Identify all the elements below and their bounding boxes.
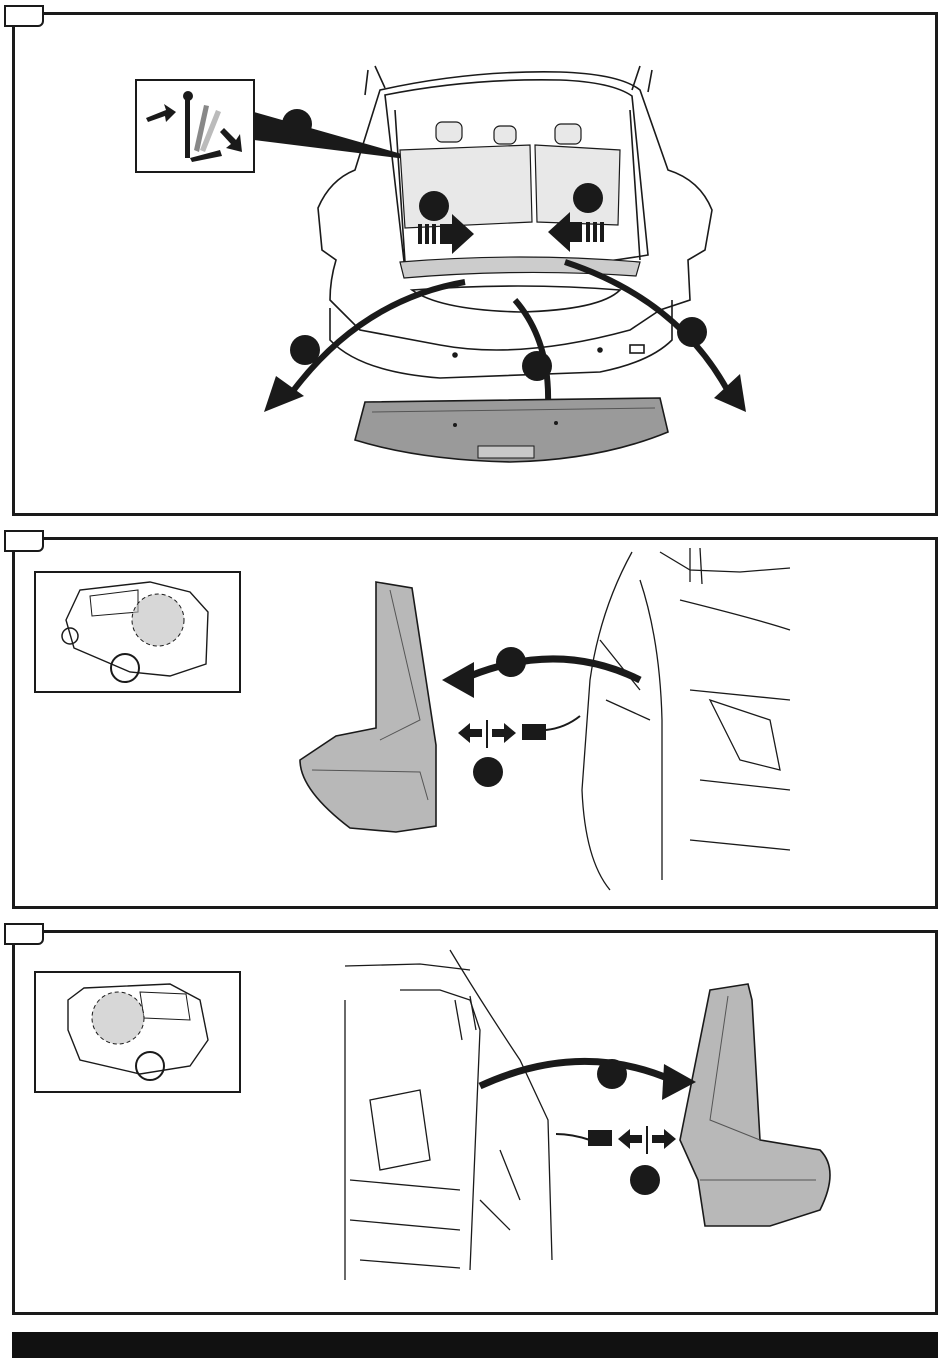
tail-lamp-right bbox=[680, 984, 830, 1226]
callout-dot bbox=[597, 1059, 627, 1089]
connector-icon bbox=[522, 716, 580, 740]
callout-dot bbox=[282, 109, 312, 139]
remove-arrows bbox=[290, 262, 730, 405]
callout-dot bbox=[473, 757, 503, 787]
callout-dot bbox=[573, 183, 603, 213]
disconnect-icon bbox=[458, 720, 516, 748]
bumper-sill-trim bbox=[355, 398, 668, 462]
step-3-vehicle-inset bbox=[35, 972, 240, 1092]
disconnect-icon bbox=[618, 1126, 676, 1154]
footer-bar bbox=[12, 1332, 938, 1358]
install-lamp-arc bbox=[480, 1061, 672, 1086]
vehicle-quarter-right bbox=[345, 950, 552, 1280]
step-2-vehicle-inset bbox=[35, 572, 240, 692]
callout-dot bbox=[496, 647, 526, 677]
tail-lamp-left bbox=[300, 582, 436, 832]
arrow-left-icon bbox=[442, 662, 474, 698]
vehicle-quarter-left bbox=[582, 548, 790, 890]
seat-fold-icon bbox=[136, 80, 254, 172]
step-3-callouts bbox=[597, 1059, 660, 1195]
callout-dot bbox=[522, 351, 552, 381]
connector-icon bbox=[556, 1130, 612, 1146]
callout-dot bbox=[630, 1165, 660, 1195]
step-2-callouts bbox=[473, 647, 526, 787]
callout-dot bbox=[419, 191, 449, 221]
callout-dot bbox=[290, 335, 320, 365]
remove-lamp-arc bbox=[470, 659, 640, 680]
callout-dot bbox=[677, 317, 707, 347]
